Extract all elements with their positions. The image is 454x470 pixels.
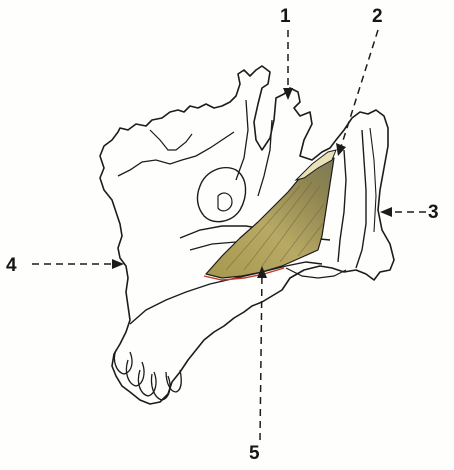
callout-1: 1: [280, 7, 291, 26]
occipital-inner: [370, 128, 376, 232]
leader-lines: [32, 30, 426, 440]
orbit-inner: [218, 193, 232, 211]
callout-2: 2: [372, 7, 383, 26]
orbit-outline: [197, 168, 245, 222]
nasal-bone: [236, 100, 248, 180]
arrowhead-3: [380, 207, 392, 217]
teeth: [114, 350, 181, 400]
masseter-muscle: [206, 158, 334, 278]
leader-line-5: [260, 272, 262, 440]
callout-5: 5: [249, 444, 260, 463]
frontal-process: [258, 120, 272, 196]
cranial-detail-ridge: [150, 130, 192, 150]
occipital-process: [356, 130, 366, 268]
leader-line-2: [340, 30, 378, 150]
callout-4: 4: [6, 256, 17, 275]
callout-3: 3: [428, 203, 439, 222]
posterior-ramus: [338, 150, 346, 262]
